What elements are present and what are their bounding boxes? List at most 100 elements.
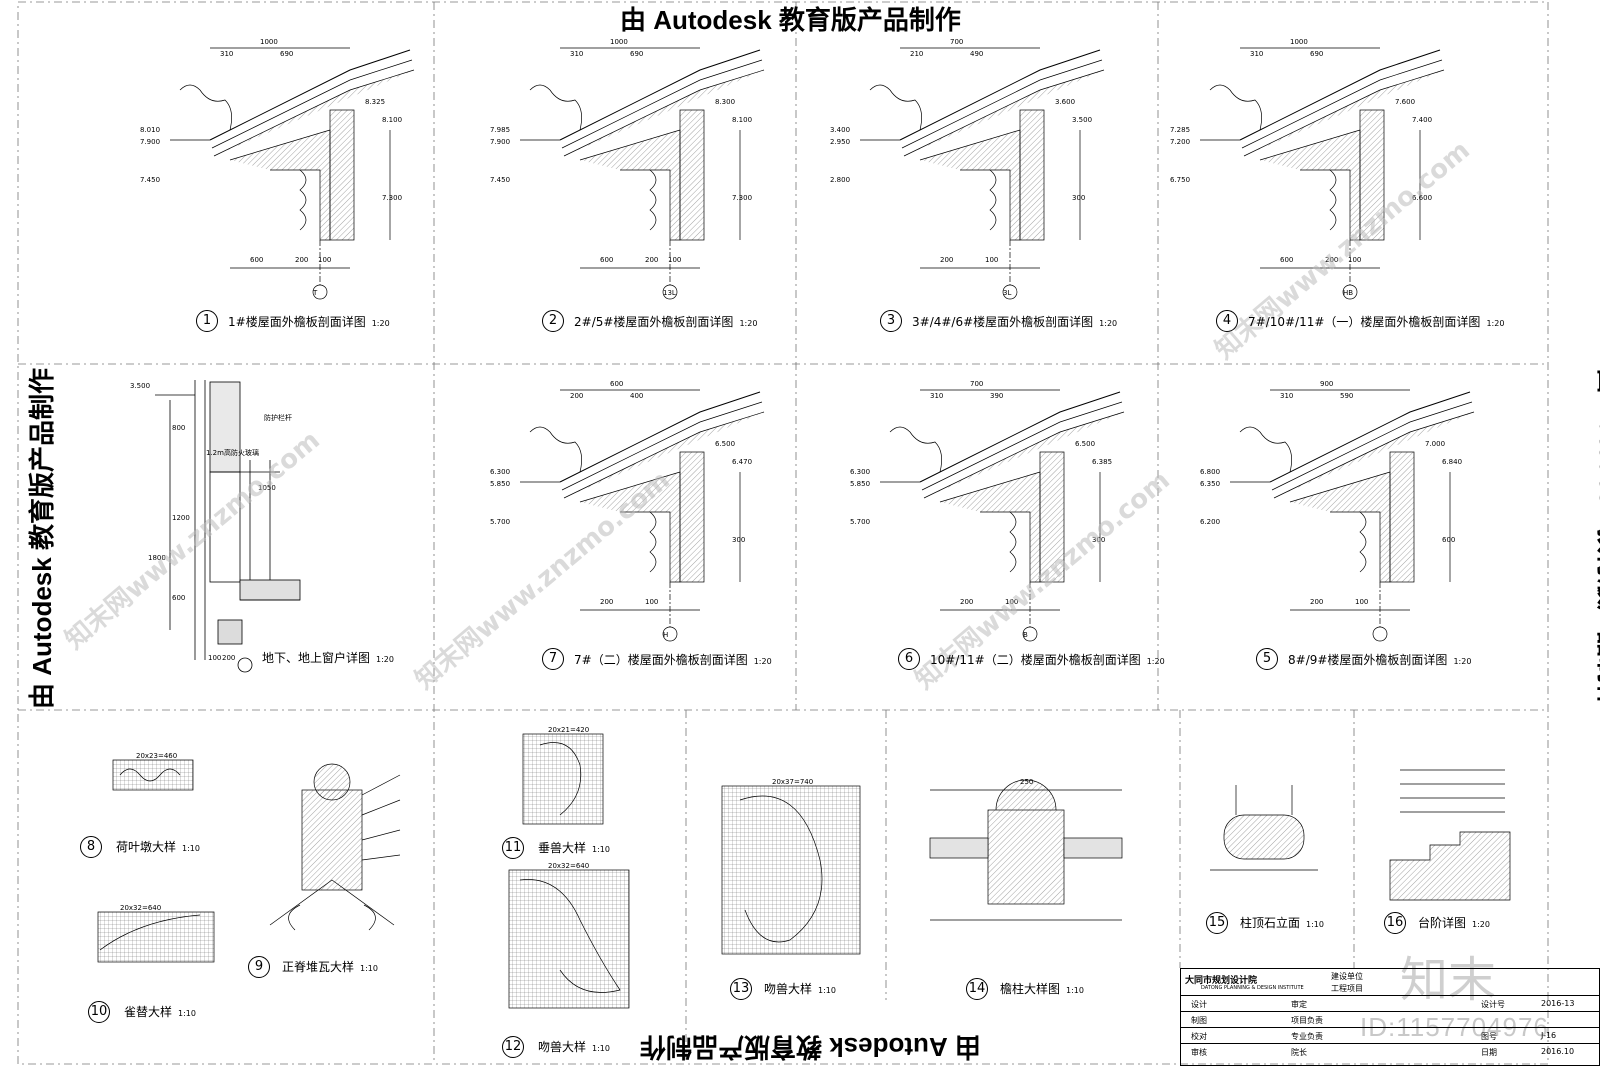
dim-text: 6.300 bbox=[850, 468, 870, 476]
field-label: 建设单位 bbox=[1331, 972, 1363, 981]
dim-text: 8.010 bbox=[140, 126, 160, 134]
detail-number: 10 bbox=[88, 1001, 110, 1023]
dim-label: 20x37=740 bbox=[772, 778, 814, 786]
dim-text: 7.200 bbox=[1170, 138, 1190, 146]
tb-value: J-16 bbox=[1541, 1031, 1557, 1040]
axis-label: B bbox=[1023, 631, 1028, 639]
dim-text: 7.900 bbox=[490, 138, 510, 146]
company-name: 大同市规划设计院 bbox=[1185, 976, 1258, 986]
site-logo: 知末 bbox=[1400, 952, 1497, 1008]
axis-bubble bbox=[1372, 626, 1388, 642]
dim-text: 1050 bbox=[258, 484, 276, 492]
dim-text: 1.2m高防火玻璃 bbox=[206, 448, 259, 457]
dim-text: 7.985 bbox=[490, 126, 510, 134]
dim-text: 100 bbox=[645, 598, 658, 606]
dim-text: 700 bbox=[970, 380, 983, 388]
dim-text: 300 bbox=[1072, 194, 1085, 202]
dim-text: 7.285 bbox=[1170, 126, 1190, 134]
dim-text: 3.500 bbox=[1072, 116, 1092, 124]
dim-text: 1000 bbox=[610, 38, 628, 46]
detail-15-base bbox=[1210, 785, 1318, 871]
dim-text: 600 bbox=[1280, 256, 1293, 264]
dim-text: 690 bbox=[630, 50, 643, 58]
dim-text: 300 bbox=[732, 536, 745, 544]
dim-text: 490 bbox=[970, 50, 983, 58]
detail-8-grid bbox=[112, 759, 194, 791]
tb-label: 专业负责 bbox=[1291, 1032, 1323, 1041]
dim-text: 210 bbox=[910, 50, 923, 58]
dim-text: 200 bbox=[295, 256, 308, 264]
title-block: 大同市规划设计院 DATONG PLANNING & DESIGN INSTIT… bbox=[1180, 968, 1600, 1066]
dim-text: 6.800 bbox=[1200, 468, 1220, 476]
dim-text: 1800 bbox=[148, 554, 166, 562]
dim-text: 防护栏杆 bbox=[264, 413, 292, 422]
tb-label: 设计号 bbox=[1481, 1000, 1505, 1009]
axis-label: 3L bbox=[1003, 289, 1011, 297]
dim-text: 7.600 bbox=[1395, 98, 1415, 106]
dim-text: 310 bbox=[220, 50, 233, 58]
autodesk-watermark-bottom: 由 Autodesk 教育版产品制作 bbox=[640, 1032, 981, 1062]
axis-bubble bbox=[1342, 284, 1358, 300]
detail-number: 14 bbox=[966, 978, 988, 1000]
tb-label: 图号 bbox=[1481, 1032, 1497, 1041]
detail-number: 9 bbox=[248, 956, 270, 978]
dim-text: 3.600 bbox=[1055, 98, 1075, 106]
dim-text: 800 bbox=[172, 424, 185, 432]
detail-10-grid bbox=[97, 911, 215, 963]
dim-text: 6.840 bbox=[1442, 458, 1462, 466]
dim-text: 690 bbox=[1310, 50, 1323, 58]
detail-number: 15 bbox=[1206, 912, 1228, 934]
axis-bubble bbox=[312, 284, 328, 300]
wall bbox=[679, 451, 705, 583]
eave-beam bbox=[1259, 129, 1361, 241]
dim-text: 900 bbox=[1320, 380, 1333, 388]
dim-text: 310 bbox=[570, 50, 583, 58]
dim-text: 200 bbox=[570, 392, 583, 400]
detail-number: 12 bbox=[502, 1036, 524, 1058]
tb-value: 2016.10 bbox=[1541, 1047, 1575, 1056]
autodesk-watermark-left: 由 Autodesk 教育版产品制作 bbox=[26, 368, 57, 709]
dim-text: 200 bbox=[600, 598, 613, 606]
detail-number: 4 bbox=[1216, 310, 1238, 332]
axis-bubble bbox=[662, 626, 678, 642]
tb-label: 日期 bbox=[1481, 1048, 1497, 1057]
detail-11-grid bbox=[522, 733, 604, 825]
eave-beam bbox=[229, 129, 331, 241]
dim-text: 690 bbox=[280, 50, 293, 58]
wall bbox=[679, 109, 705, 241]
tb-label: 设计 bbox=[1191, 1000, 1207, 1009]
axis-label: T bbox=[312, 289, 318, 297]
axis-label: HB bbox=[1343, 289, 1353, 297]
dim-label: 20x21=420 bbox=[548, 726, 590, 734]
dim-text: 400 bbox=[630, 392, 643, 400]
dim-label: 20x23=460 bbox=[136, 752, 178, 760]
dim-text: 1000 bbox=[260, 38, 278, 46]
dim-label: 250 bbox=[1020, 778, 1034, 786]
dim-text: 200 bbox=[940, 256, 953, 264]
dim-text: 200 bbox=[222, 654, 235, 662]
dim-text: 200 bbox=[1325, 256, 1338, 264]
dim-text: 7.450 bbox=[490, 176, 510, 184]
dim-text: 7.300 bbox=[382, 194, 402, 202]
dim-text: 7.900 bbox=[140, 138, 160, 146]
dim-text: 8.325 bbox=[365, 98, 385, 106]
dim-text: 100 bbox=[1005, 598, 1018, 606]
dim-text: 100 bbox=[985, 256, 998, 264]
axis-label: H bbox=[663, 631, 668, 639]
dim-text: 5.850 bbox=[490, 480, 510, 488]
field-label: 工程项目 bbox=[1331, 984, 1363, 993]
dim-text: 7.450 bbox=[140, 176, 160, 184]
dim-label: 20x32=640 bbox=[120, 904, 162, 912]
